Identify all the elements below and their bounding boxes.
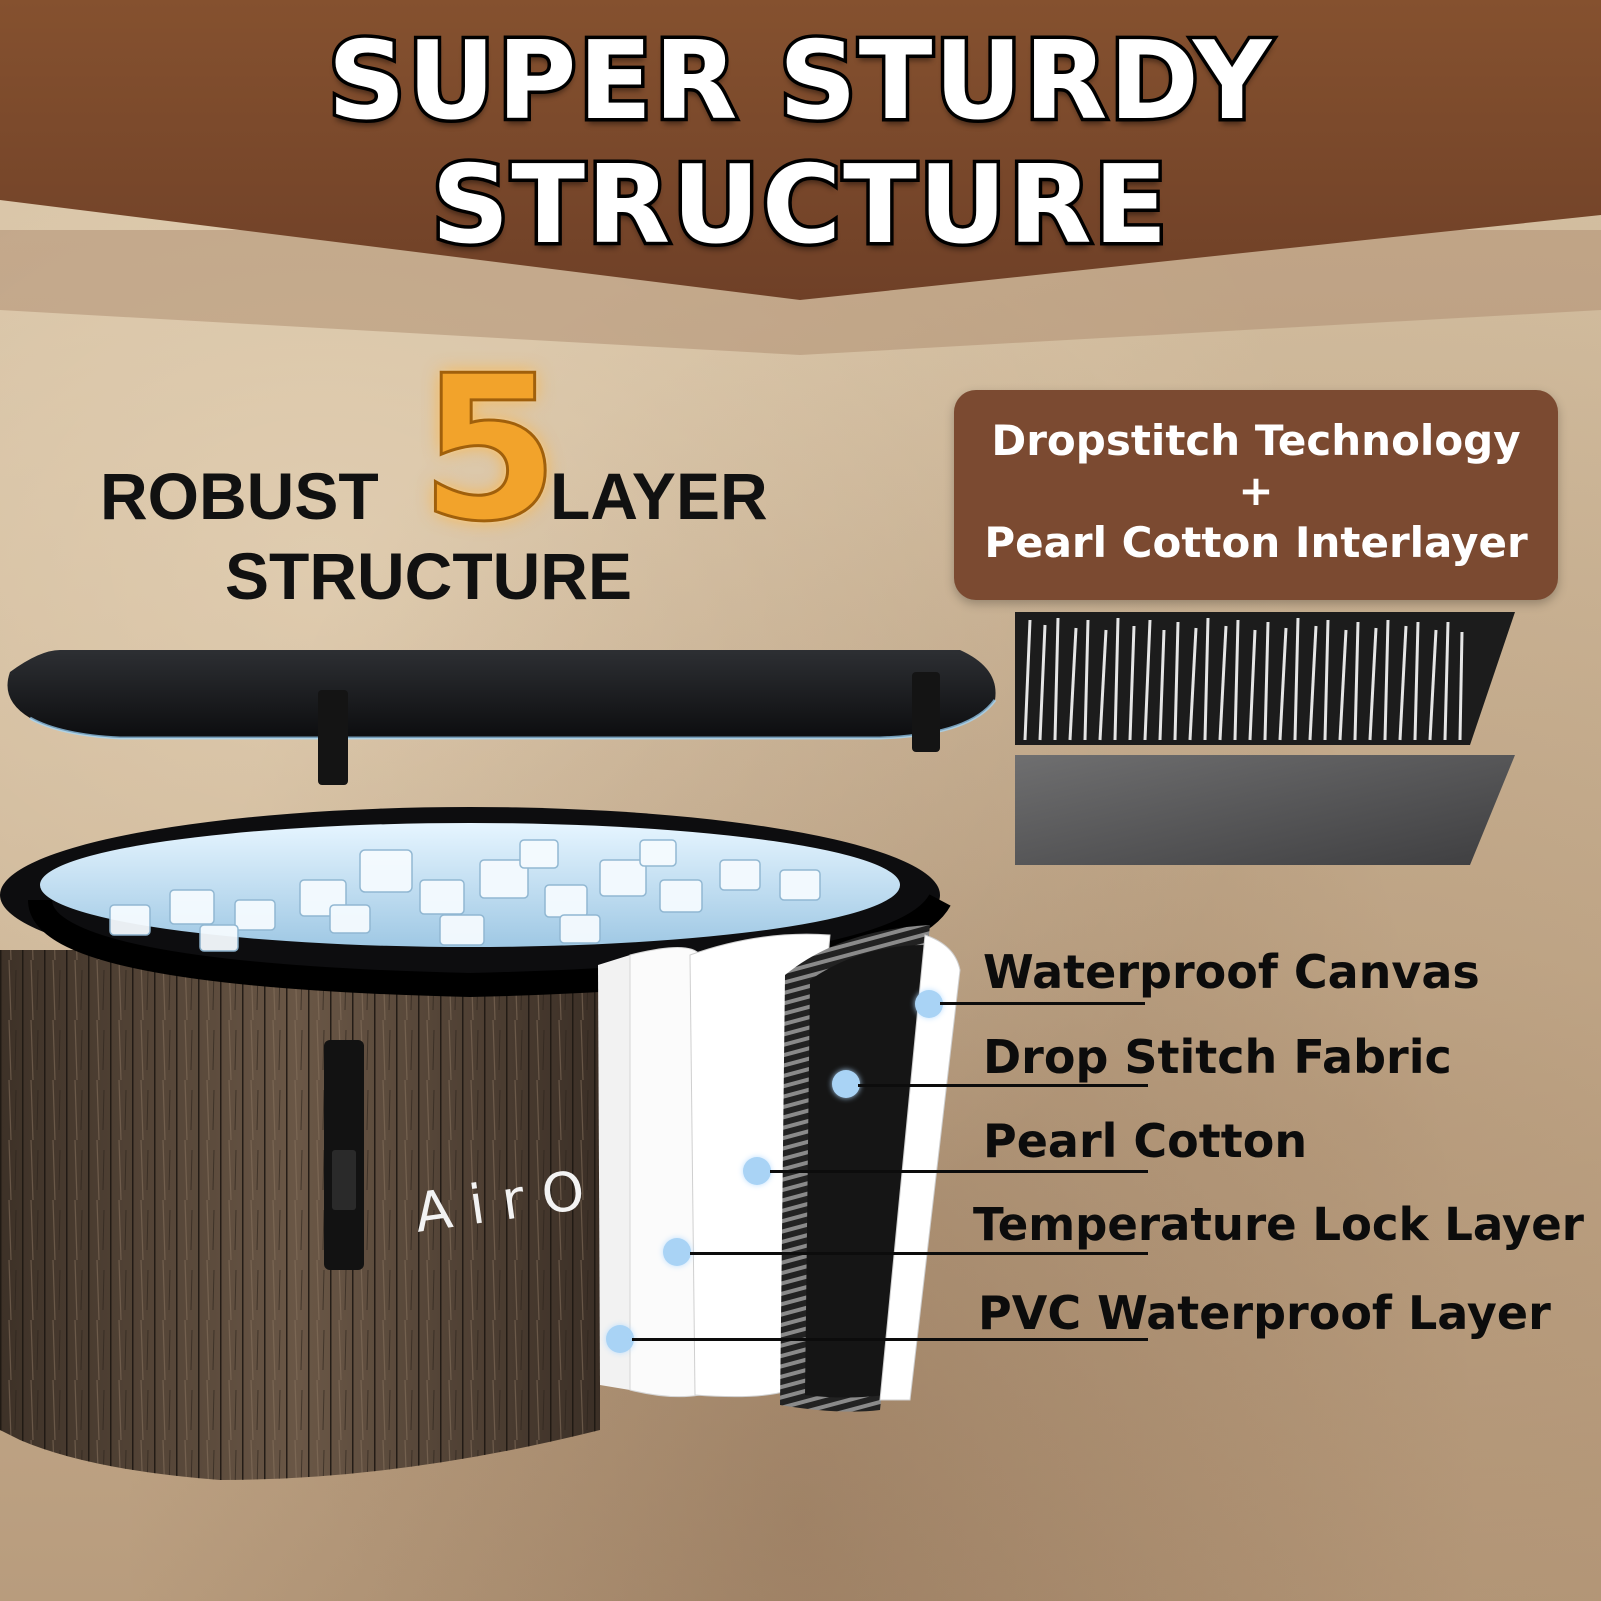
tub-rim-with-ice xyxy=(0,807,951,998)
headline-number: 5 xyxy=(418,333,560,566)
title-banner xyxy=(0,0,1601,355)
tech-line-1: Dropstitch Technology xyxy=(991,416,1521,465)
tub-body xyxy=(0,950,600,1480)
leader-drop-stitch-fabric xyxy=(858,1084,1148,1087)
dot-pearl-cotton xyxy=(743,1157,771,1185)
headline-layer: LAYER xyxy=(550,459,768,533)
label-pearl-cotton: Pearl Cotton xyxy=(983,1114,1308,1168)
tech-plus: + xyxy=(1238,466,1274,515)
headline-structure: STRUCTURE xyxy=(225,539,632,613)
dropstitch-tech-box: Dropstitch Technology + Pearl Cotton Int… xyxy=(954,390,1558,600)
dot-waterproof-canvas xyxy=(915,990,943,1018)
headline-robust: ROBUST xyxy=(100,459,379,533)
tub-lid xyxy=(7,650,997,785)
dropstitch-detail xyxy=(1015,612,1515,865)
label-waterproof-canvas: Waterproof Canvas xyxy=(983,945,1480,999)
dot-drop-stitch-fabric xyxy=(832,1070,860,1098)
dot-temperature-lock-layer xyxy=(663,1238,691,1266)
leader-waterproof-canvas xyxy=(940,1002,1145,1005)
label-pvc-waterproof-layer: PVC Waterproof Layer xyxy=(978,1286,1551,1340)
label-temperature-lock-layer: Temperature Lock Layer xyxy=(973,1198,1584,1251)
leader-temperature-lock-layer xyxy=(690,1252,1148,1255)
layer-cross-section xyxy=(598,925,961,1412)
title-line-2: STRUCTURE xyxy=(428,140,1171,271)
layer-count-headline: ROBUST 5 LAYER STRUCTURE xyxy=(90,338,810,613)
label-drop-stitch-fabric: Drop Stitch Fabric xyxy=(983,1030,1452,1084)
page-title: SUPER STURDY STRUCTURE xyxy=(0,16,1601,271)
dot-pvc-waterproof-layer xyxy=(606,1325,634,1353)
leader-pvc-waterproof-layer xyxy=(632,1338,1148,1341)
title-line-1: SUPER STURDY xyxy=(324,16,1274,147)
tech-line-2: Pearl Cotton Interlayer xyxy=(984,518,1528,567)
leader-pearl-cotton xyxy=(770,1170,1148,1173)
